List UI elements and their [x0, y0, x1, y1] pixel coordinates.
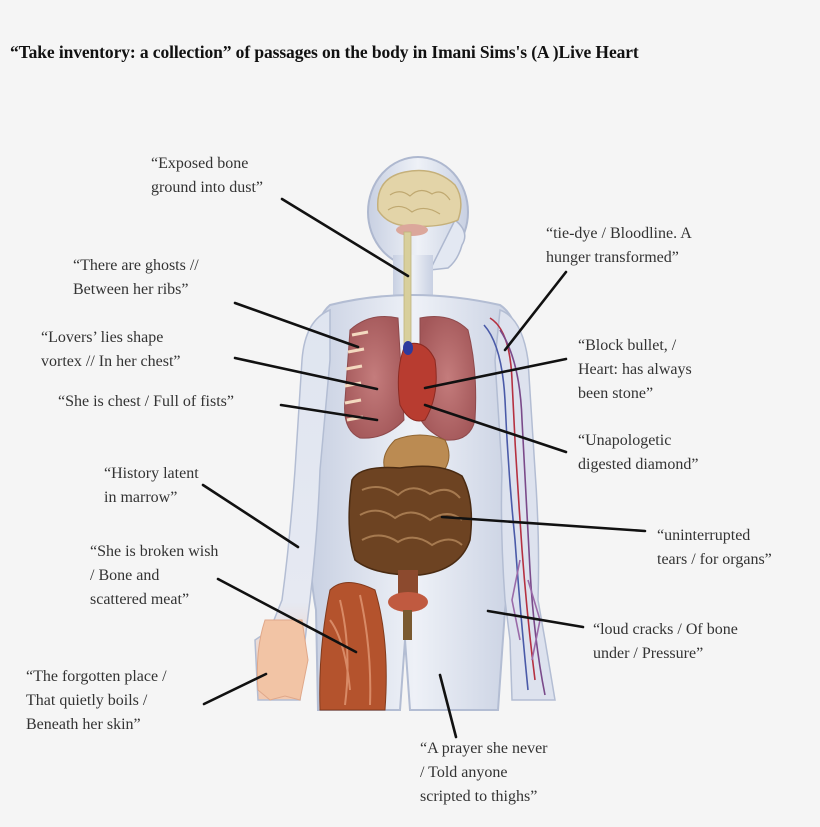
label-prayer: “A prayer she never / Told anyone script… — [420, 740, 548, 805]
label-lovers-lies: “Lovers’ lies shape vortex // In her che… — [41, 329, 181, 370]
label-chest-fists: “She is chest / Full of fists” — [58, 393, 234, 410]
spine — [403, 231, 412, 353]
label-unapologetic: “Unapologetic digested diamond” — [578, 432, 699, 473]
thigh-muscle — [319, 582, 387, 711]
label-tie-dye: “tie-dye / Bloodline. A hunger transform… — [546, 225, 692, 266]
label-block-bullet: “Block bullet, / Heart: has always been … — [578, 337, 692, 402]
page-title: “Take inventory: a collection” of passag… — [10, 42, 639, 62]
label-exposed-bone: “Exposed bone ground into dust” — [151, 155, 263, 196]
label-uninterrupted: “uninterrupted tears / for organs” — [657, 527, 772, 568]
heart — [397, 342, 437, 422]
label-loud-cracks: “loud cracks / Of bone under / Pressure” — [593, 621, 738, 662]
intestines — [348, 465, 473, 576]
label-history-marrow: “History latent in marrow” — [104, 465, 199, 506]
label-ghosts: “There are ghosts // Between her ribs” — [73, 257, 199, 298]
label-broken-wish: “She is broken wish / Bone and scattered… — [90, 543, 219, 608]
label-forgotten-place: “The forgotten place / That quietly boil… — [26, 668, 167, 733]
